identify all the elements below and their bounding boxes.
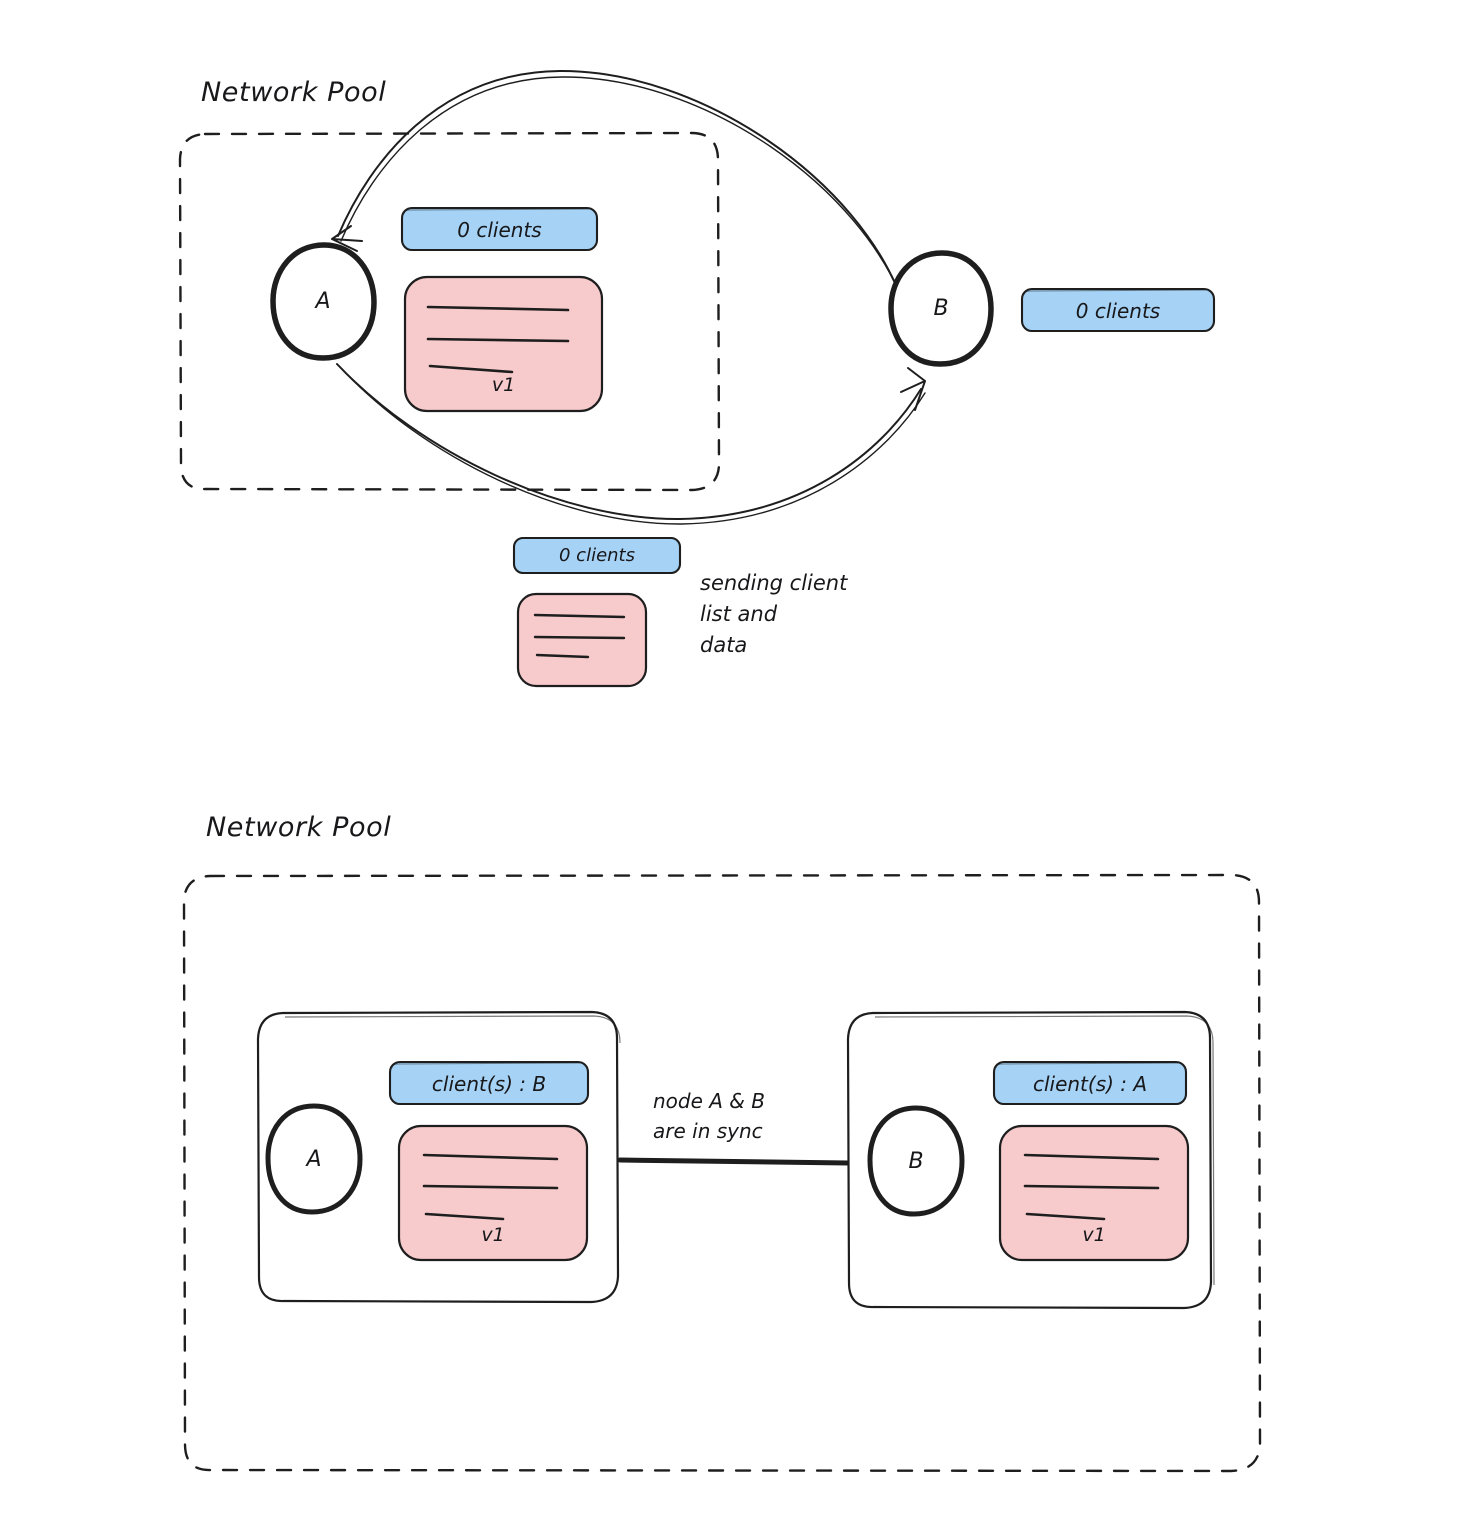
transfer-data-card[interactable] <box>516 592 648 688</box>
bottom-node-b-data-card[interactable] <box>998 1124 1190 1262</box>
bottom-node-a-badge-label: client(s) : B <box>431 1072 547 1096</box>
bottom-node-a-data-card[interactable] <box>397 1124 589 1262</box>
arrow-b-to-a <box>331 69 907 310</box>
bottom-node-b-circle[interactable] <box>867 1105 965 1217</box>
bottom-node-b-letter: B <box>908 1149 924 1174</box>
top-node-b-badge-label: 0 clients <box>1075 299 1161 323</box>
top-node-a-card-version: v1 <box>491 374 516 396</box>
bottom-network-pool-boundary <box>182 873 1262 1473</box>
transfer-badge[interactable] <box>512 536 682 575</box>
top-node-b-circle[interactable] <box>888 250 994 367</box>
top-node-a-letter: A <box>315 289 331 314</box>
top-node-a-badge[interactable] <box>400 206 599 252</box>
bottom-node-b-badge-label: client(s) : A <box>1032 1072 1148 1096</box>
bottom-node-b-badge[interactable] <box>992 1060 1188 1106</box>
transfer-note: sending client list and data <box>700 571 848 657</box>
bottom-node-a-circle[interactable] <box>265 1103 363 1215</box>
bottom-node-a-card-version: v1 <box>481 1224 505 1246</box>
top-node-a-data-card[interactable] <box>403 275 604 413</box>
bottom-pool-title: Network Pool <box>206 812 392 843</box>
top-node-b-badge[interactable] <box>1020 287 1216 333</box>
bottom-node-b-card-version: v1 <box>1082 1224 1106 1246</box>
top-pool-title: Network Pool <box>201 77 387 108</box>
sync-link-note: node A & B are in sync <box>653 1089 765 1143</box>
transfer-badge-label: 0 clients <box>559 545 635 566</box>
bottom-node-a-letter: A <box>306 1147 322 1172</box>
top-node-b-letter: B <box>933 296 949 321</box>
arrow-a-to-b <box>336 363 926 525</box>
bottom-node-a-badge[interactable] <box>388 1060 590 1106</box>
top-node-a-circle[interactable] <box>270 242 377 361</box>
top-node-a-badge-label: 0 clients <box>457 218 542 242</box>
top-network-pool-boundary <box>178 131 721 492</box>
sync-link <box>617 1157 851 1166</box>
